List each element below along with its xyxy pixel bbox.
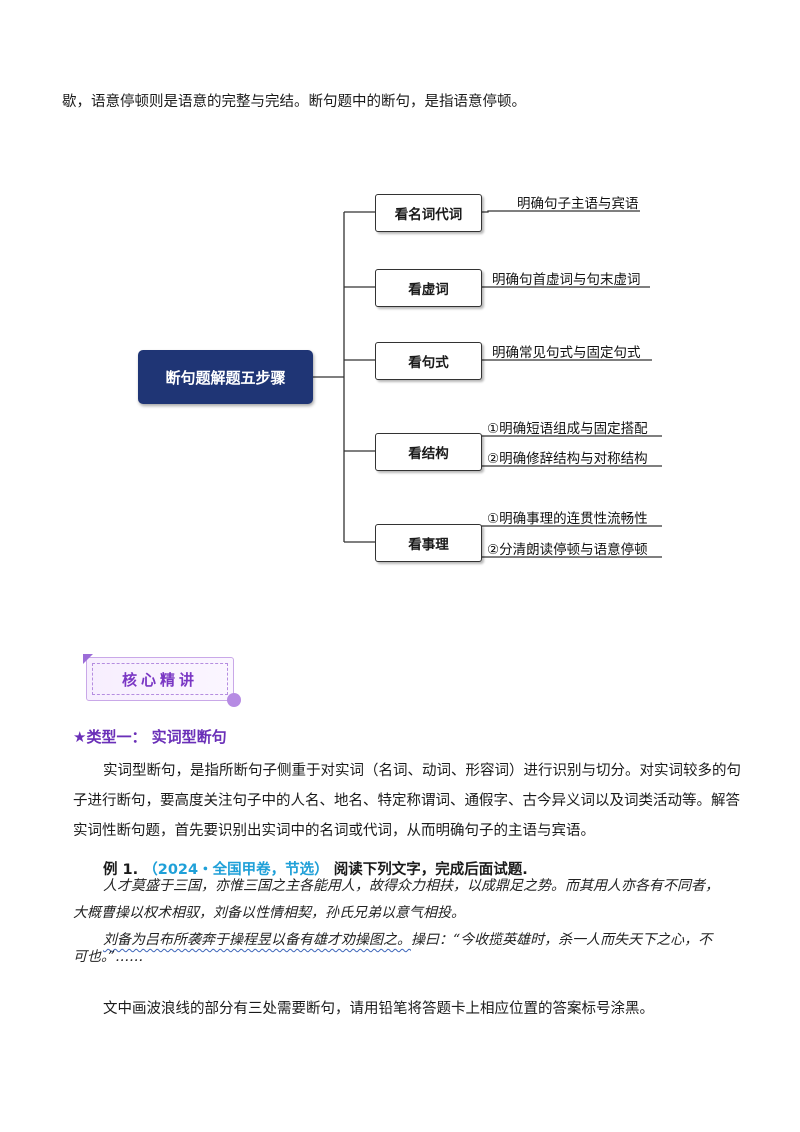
passage-line: 大概曹操以权术相驭，刘备以性情相契，孙氏兄弟以意气相投。 [73, 905, 465, 921]
mindmap-leaf: ①明确短语组成与固定搭配 [487, 421, 648, 437]
mindmap-leaf: ②明确修辞结构与对称结构 [487, 451, 648, 467]
banner-corner-decoration [83, 654, 93, 664]
example-instruction: 阅读下列文字，完成后面试题. [333, 862, 528, 878]
banner-title: 核心精讲 [92, 663, 228, 695]
mindmap-leaf: 明确句子主语与宾语 [517, 196, 639, 212]
passage-line: 刘备为吕布所袭奔于操程昱以备有雄才劝操图之。操曰：“今收揽英雄时，杀一人而失天下… [103, 926, 712, 954]
mindmap-node-nouns: 看名词代词 [375, 194, 482, 232]
example-header: 例 1. （2024・全国甲卷，节选） 阅读下列文字，完成后面试题. [103, 858, 528, 879]
example-source: （2024・全国甲卷，节选） [143, 862, 329, 878]
mindmap-node-logic: 看事理 [375, 524, 482, 562]
mindmap-leaf: ②分清朗读停顿与语意停顿 [487, 542, 648, 558]
mindmap-leaf: 明确常见句式与固定句式 [492, 345, 641, 361]
example-label: 例 1. [103, 862, 139, 878]
section-paragraph-line: 子进行断句，要高度关注句子中的人名、地名、特定称谓词、通假字、古今异义词以及词类… [73, 793, 740, 809]
passage-line: 人才莫盛于三国，亦惟三国之主各能用人，故得众力相扶，以成鼎足之势。而其用人亦各有… [103, 878, 719, 894]
section-paragraph-line: 实词性断句题，首先要识别出实词中的名词或代词，从而明确句子的主语与宾语。 [73, 823, 595, 839]
passage-line-rest: 操曰：“今收揽英雄时，杀一人而失天下之心，不 [411, 932, 713, 948]
question-text: 文中画波浪线的部分有三处需要断句，请用铅笔将答题卡上相应位置的答案标号涂黑。 [103, 1001, 654, 1017]
mindmap-node-sentence-patterns: 看句式 [375, 342, 482, 380]
banner-dot-decoration [227, 693, 241, 707]
section-heading: ★类型一： 实词型断句 [73, 728, 227, 746]
section-banner: 核心精讲 [83, 654, 241, 707]
intro-text: 歇，语意停顿则是语意的完整与完结。断句题中的断句，是指语意停顿。 [62, 94, 526, 110]
mindmap-leaf: ①明确事理的连贯性流畅性 [487, 511, 648, 527]
mindmap-node-function-words: 看虚词 [375, 269, 482, 307]
mindmap-node-structure: 看结构 [375, 433, 482, 471]
passage-line: 可也。”…… [73, 949, 144, 965]
wavy-underlined-passage: 刘备为吕布所袭奔于操程昱以备有雄才劝操图之。 [103, 932, 411, 948]
mindmap-leaf: 明确句首虚词与句末虚词 [492, 272, 641, 288]
mindmap-root: 断句题解题五步骤 [138, 350, 313, 404]
section-paragraph-line: 实词型断句，是指所断句子侧重于对实词（名词、动词、形容词）进行识别与切分。对实词… [103, 763, 741, 779]
